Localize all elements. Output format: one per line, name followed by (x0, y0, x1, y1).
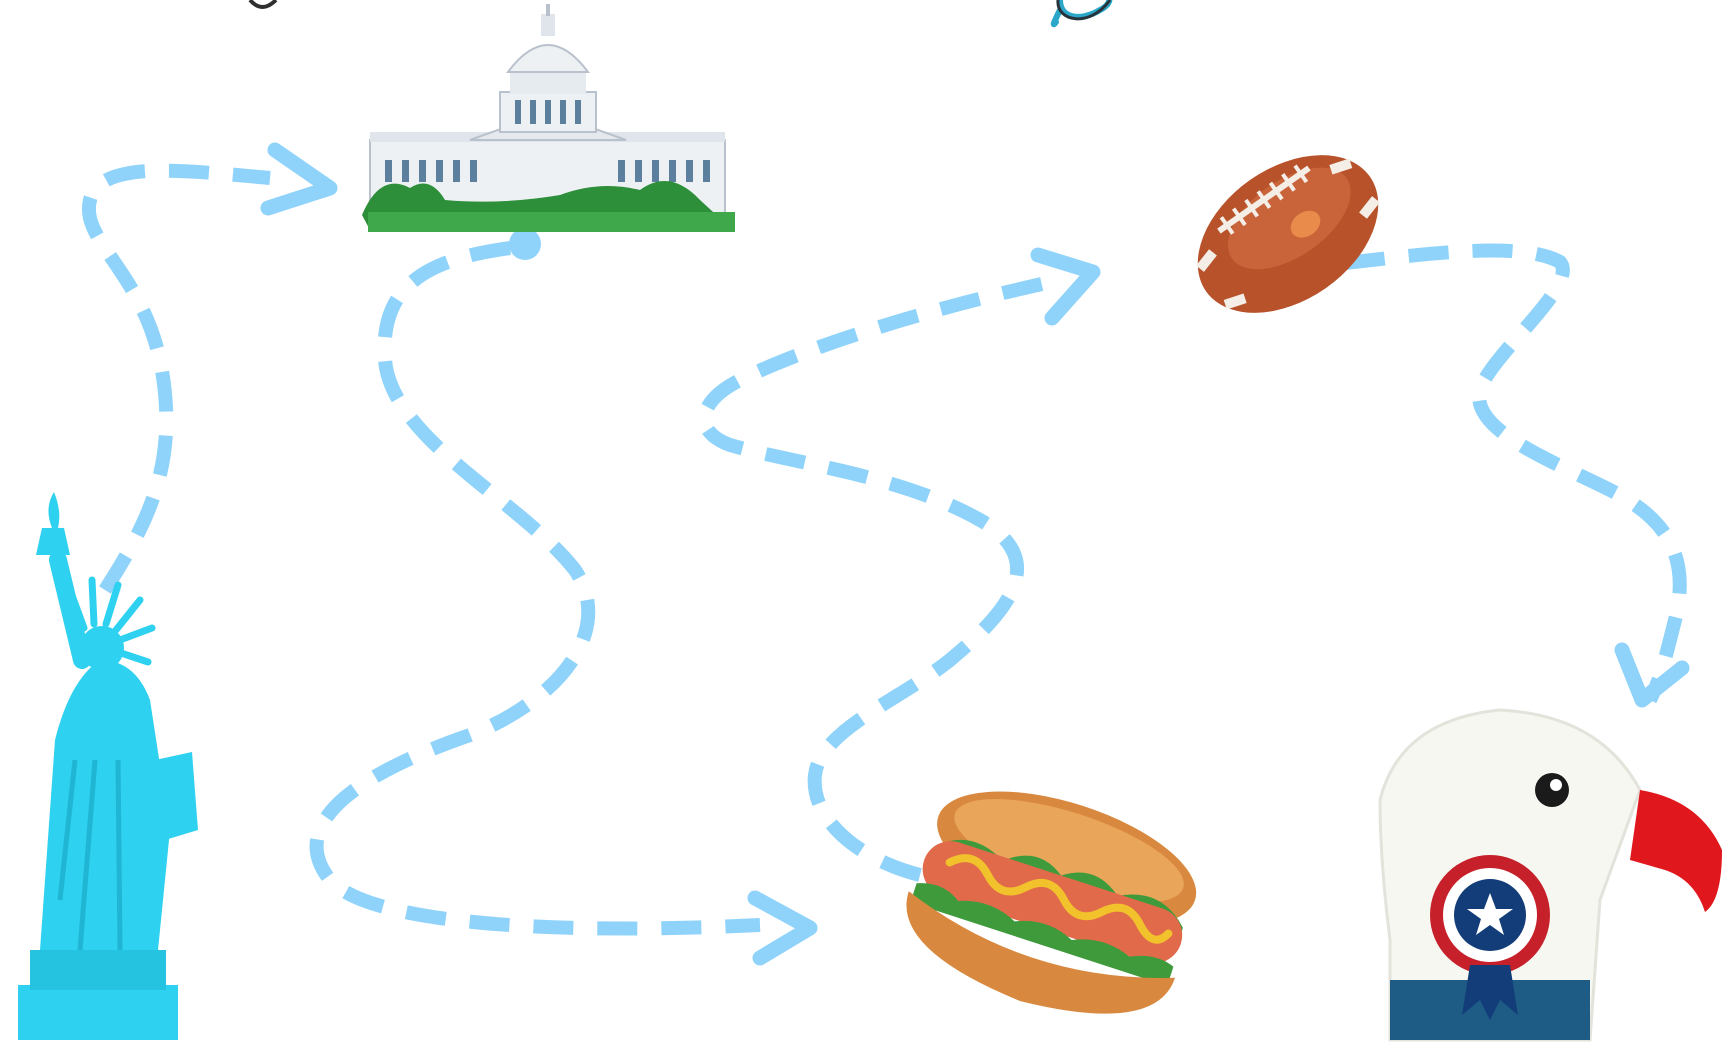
arrowhead-icon (1030, 247, 1101, 326)
arrowhead-icon (260, 142, 338, 216)
american-football-icon (1196, 155, 1380, 313)
statue-of-liberty-icon (18, 492, 198, 1040)
title-fragment (248, 0, 1113, 28)
hot-dog-icon (906, 791, 1197, 1014)
connector-statue-to-capitol (81, 142, 338, 594)
connector-hotdog-to-football (697, 247, 1101, 882)
rosette-icon (1430, 855, 1550, 1020)
connector-capitol-to-hotdog (309, 228, 818, 966)
arrowhead-icon (747, 890, 818, 966)
arrowhead-icon (1614, 642, 1690, 708)
capitol-building-icon (362, 4, 735, 232)
bald-eagle-icon (1378, 708, 1722, 1042)
connector-football-to-eagle (1344, 243, 1690, 708)
